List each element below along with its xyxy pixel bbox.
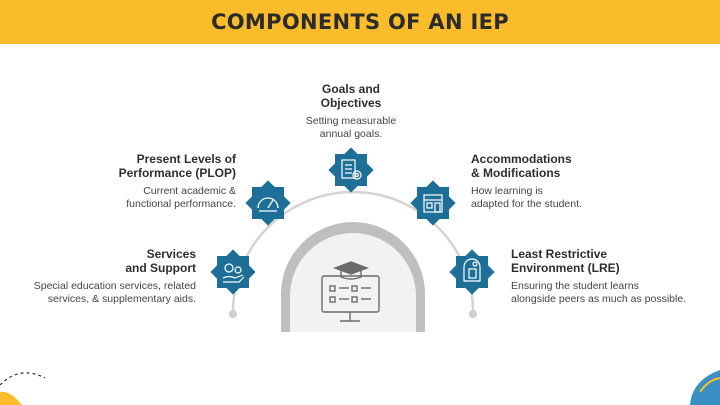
component-lre: Least Restrictive Environment (LRE) Ensu… xyxy=(511,247,716,306)
classroom-door-icon xyxy=(463,258,481,282)
component-description: Ensuring the student learns alongside pe… xyxy=(511,280,687,305)
arc-end-left xyxy=(229,310,237,318)
component-title: Accommodations & Modifications xyxy=(471,152,572,180)
component-title: Least Restrictive Environment (LRE) xyxy=(511,247,620,275)
component-services: Services and Support Special education s… xyxy=(20,247,196,306)
component-goals: Goals and Objectives Setting measurable … xyxy=(276,82,426,141)
graduation-board-icon xyxy=(321,261,380,322)
component-description: Setting measurable annual goals. xyxy=(305,115,397,140)
badge-goals xyxy=(328,147,374,193)
storefront-icon xyxy=(423,194,443,213)
arc-end-right xyxy=(469,310,477,318)
component-description: How learning is adapted for the student. xyxy=(471,185,582,210)
badge-plop xyxy=(245,180,291,226)
page-title: COMPONENTS OF AN IEP xyxy=(211,10,509,34)
title-bar: COMPONENTS OF AN IEP xyxy=(0,0,720,44)
checklist-target-icon xyxy=(341,159,362,180)
component-title: Goals and Objectives xyxy=(320,82,382,110)
component-title: Present Levels of Performance (PLOP) xyxy=(118,152,236,180)
corner-decoration-right xyxy=(690,370,720,405)
corner-decoration-left-yellow xyxy=(0,391,22,405)
badge-lre xyxy=(449,249,495,295)
badge-accommodations xyxy=(410,180,456,226)
component-title: Services and Support xyxy=(125,247,196,275)
component-accommodations: Accommodations & Modifications How learn… xyxy=(471,152,661,211)
speedometer-icon xyxy=(257,197,279,212)
corner-decoration-left xyxy=(0,372,46,386)
badge-services xyxy=(210,249,256,295)
component-description: Special education services, related serv… xyxy=(33,280,196,305)
hands-gears-icon xyxy=(222,263,245,283)
component-plop: Present Levels of Performance (PLOP) Cur… xyxy=(60,152,236,211)
component-description: Current academic & functional performanc… xyxy=(126,185,236,210)
